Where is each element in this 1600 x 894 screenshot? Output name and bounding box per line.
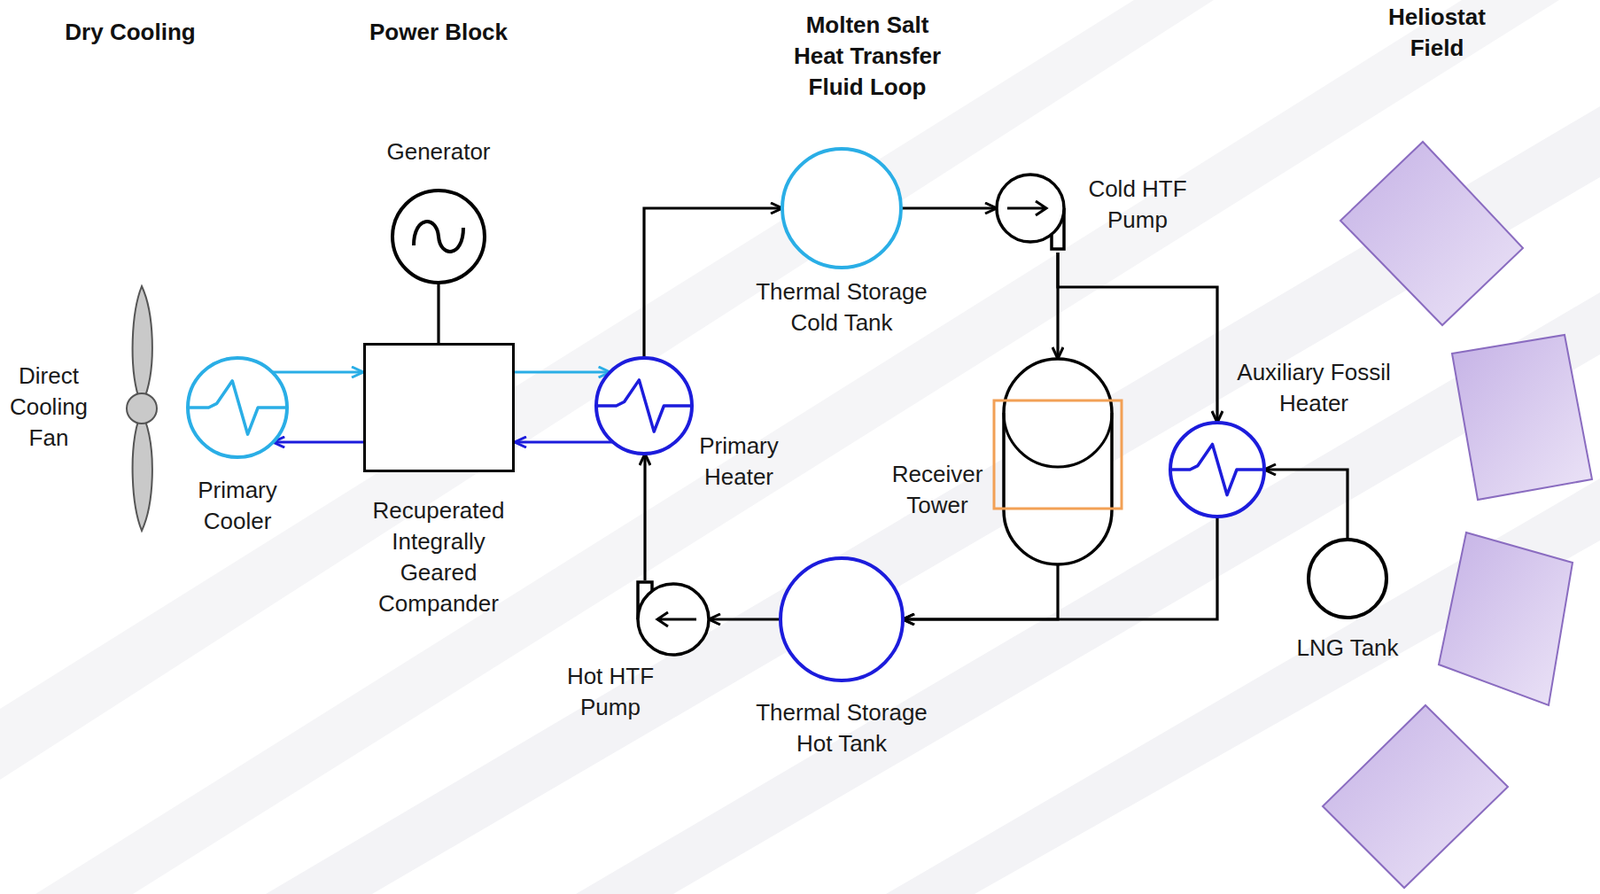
storage-tank-outline	[778, 556, 905, 683]
node-label: Hot HTF Pump	[552, 660, 668, 723]
node-label: Thermal Storage Cold Tank	[739, 276, 944, 339]
section-heading: Dry Cooling	[41, 16, 219, 48]
receiver-tower: Receiver Tower	[1001, 357, 1114, 567]
lng-tank: LNG Tank	[1306, 537, 1389, 620]
compander-box: Recuperated Integrally Geared Compander	[363, 342, 515, 473]
flow-connector	[643, 453, 646, 581]
storage-tank: Thermal Storage Cold Tank	[780, 147, 903, 270]
generator-symbol: Generator	[390, 188, 487, 285]
section-heading: Power Block	[349, 16, 528, 48]
lng-tank-outline	[1306, 537, 1389, 620]
node-label: Direct Cooling Fan	[4, 360, 94, 454]
heat-exchanger-outline	[186, 356, 289, 459]
section-heading: Heliostat Field	[1370, 1, 1504, 64]
pump-symbol: Hot HTF Pump	[636, 580, 711, 657]
cooling-fan-outline	[124, 286, 160, 531]
heat-exchanger-outline	[1168, 420, 1267, 519]
heat-exchanger: Primary Heater	[594, 356, 694, 456]
compander-box-outline	[363, 342, 515, 473]
pump-symbol: Cold HTF Pump	[994, 172, 1066, 253]
pump-symbol-outline	[994, 172, 1066, 253]
node-label: Auxiliary Fossil Heater	[1225, 357, 1403, 420]
flow-connector	[1264, 469, 1348, 540]
node-label: Thermal Storage Hot Tank	[739, 697, 944, 760]
node-label: Recuperated Integrally Geared Compander	[358, 495, 519, 620]
section-heading: Molten Salt Heat Transfer Fluid Loop	[778, 9, 956, 103]
cooling-fan: Direct Cooling Fan	[124, 286, 160, 531]
node-label: Receiver Tower	[884, 458, 991, 521]
flow-connector	[902, 564, 1058, 620]
node-label: Primary Heater	[685, 430, 793, 493]
node-label: Cold HTF Pump	[1075, 173, 1200, 236]
heat-exchanger: Auxiliary Fossil Heater	[1168, 420, 1267, 519]
storage-tank-outline	[780, 147, 903, 270]
flow-connector	[900, 206, 997, 210]
node-label: Generator	[367, 136, 510, 168]
flow-connector	[708, 617, 781, 621]
node-label: Primary Cooler	[179, 474, 296, 537]
heliostat	[1322, 141, 1593, 888]
flow-connector	[271, 370, 364, 373]
generator-symbol-outline	[390, 188, 487, 285]
flow-connector	[436, 282, 440, 343]
node-label: LNG Tank	[1294, 632, 1401, 664]
heat-exchanger: Primary Cooler	[186, 356, 289, 459]
flow-connector	[514, 370, 611, 373]
flow-connector	[272, 440, 364, 443]
receiver-tower-outline	[1001, 357, 1114, 567]
flow-connector	[514, 440, 614, 443]
pump-symbol-outline	[636, 580, 711, 657]
storage-tank: Thermal Storage Hot Tank	[778, 556, 905, 683]
heat-exchanger-outline	[594, 356, 694, 456]
